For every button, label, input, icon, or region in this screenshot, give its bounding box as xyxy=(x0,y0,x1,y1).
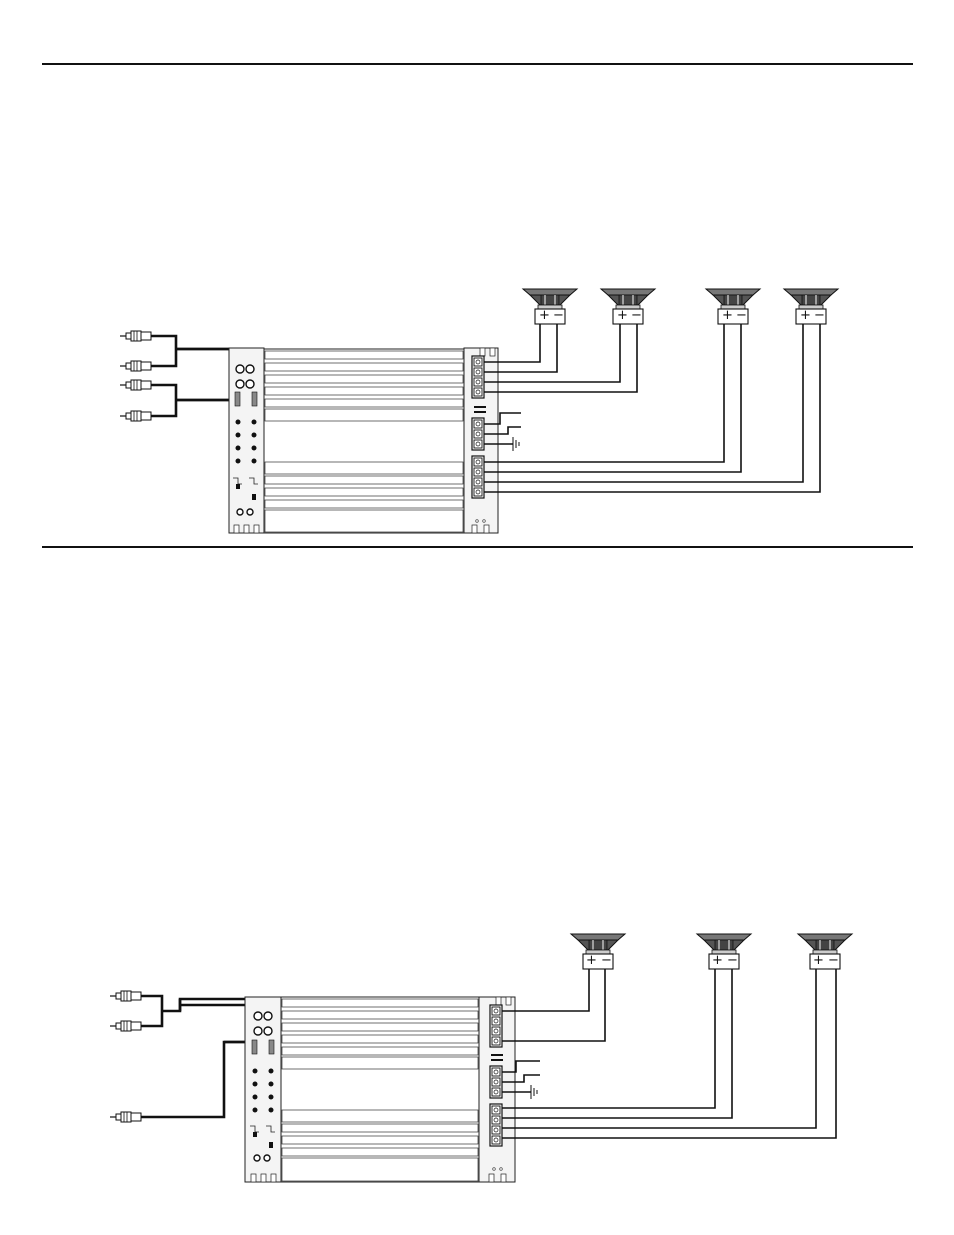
speaker-2-minus-label: − xyxy=(631,308,642,323)
speaker-2-minus-label: − xyxy=(727,953,738,968)
speaker-1-plus-label: + xyxy=(586,953,597,968)
speaker-icon xyxy=(706,289,760,324)
speaker-3-plus-label: + xyxy=(722,308,733,323)
ground-icon xyxy=(513,437,519,451)
rca-plug-icon xyxy=(110,1021,141,1031)
rca-plug-icon xyxy=(120,361,151,371)
ground-icon xyxy=(531,1085,537,1099)
speaker-4-minus-label: − xyxy=(814,308,825,323)
rca-plug-icon xyxy=(110,1112,141,1122)
speaker-1-minus-label: − xyxy=(553,308,564,323)
amplifier-icon xyxy=(245,997,515,1182)
four-channel-wiring-diagram: + − + − + − + − xyxy=(0,280,954,540)
speaker-icon xyxy=(523,289,577,324)
speaker-3-minus-label: − xyxy=(736,308,747,323)
rca-plug-icon xyxy=(110,991,141,1001)
speaker-2-plus-label: + xyxy=(617,308,628,323)
speaker-4-plus-label: + xyxy=(800,308,811,323)
middle-divider-rule xyxy=(42,546,913,548)
speaker-3-plus-label: + xyxy=(813,953,824,968)
speaker-icon xyxy=(571,934,625,969)
speaker-icon xyxy=(798,934,852,969)
rca-plug-icon xyxy=(120,331,151,341)
speaker-icon xyxy=(601,289,655,324)
speaker-icon xyxy=(784,289,838,324)
speaker-3-minus-label: − xyxy=(828,953,839,968)
top-divider-rule xyxy=(42,63,913,65)
speaker-2-plus-label: + xyxy=(712,953,723,968)
speaker-1-minus-label: − xyxy=(601,953,612,968)
three-channel-wiring-diagram: + − + − + − xyxy=(0,920,954,1190)
rca-plug-icon xyxy=(120,380,151,390)
speaker-icon xyxy=(697,934,751,969)
speaker-1-plus-label: + xyxy=(539,308,550,323)
rca-plug-icon xyxy=(120,411,151,421)
amplifier-icon xyxy=(229,348,498,533)
